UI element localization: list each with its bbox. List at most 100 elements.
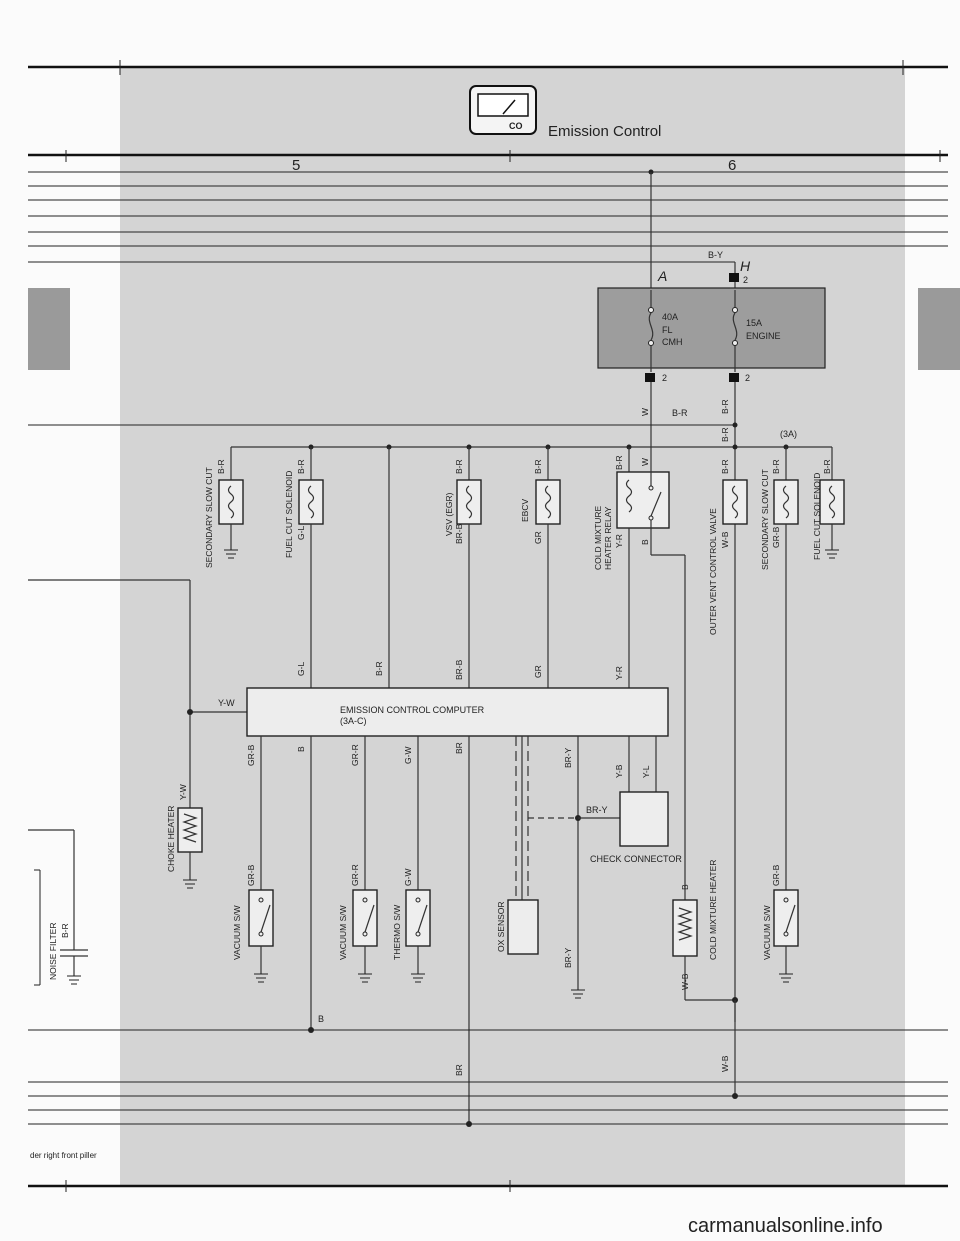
connector-icon <box>645 373 655 382</box>
wire-label: BR <box>454 742 464 754</box>
choke-heater-resistor <box>177 807 203 889</box>
wire-label: Y-B <box>614 764 624 778</box>
computer-title: EMISSION CONTROL COMPUTER <box>340 705 485 715</box>
wire-label: B <box>640 539 650 545</box>
wire-label-by: B-Y <box>708 250 723 260</box>
wire-label: B-R <box>296 459 306 474</box>
column-number-5: 5 <box>292 157 300 174</box>
wire-label: BR-Y <box>563 747 573 768</box>
junction-dot <box>308 1027 314 1033</box>
wire-label: BR-B <box>454 659 464 680</box>
wire-label: GR-R <box>350 744 360 766</box>
wire-label: G-L <box>296 662 306 676</box>
component-label: OX SENSOR <box>496 901 506 952</box>
ox-sensor <box>507 899 539 955</box>
component-label: OUTER VENT CONTROL VALVE <box>708 508 718 635</box>
wire-label: B <box>318 1014 324 1024</box>
component-label: SECONDARY SLOW CUT <box>760 469 770 570</box>
ox-sensor-shielded-wires <box>515 736 578 900</box>
emission-control-computer <box>246 687 669 737</box>
fuse-block <box>597 287 826 369</box>
bry-ground <box>571 989 585 999</box>
component-label: THERMO S/W <box>392 905 402 960</box>
wire-label-yw: Y-W <box>218 698 235 708</box>
wire-label: GR-B <box>771 526 781 548</box>
fuse-40a-name1: FL <box>662 325 673 335</box>
fuse-15a-rating: 15A <box>746 318 762 328</box>
fuse-40a-rating: 40A <box>662 312 678 322</box>
component-label: FUEL CUT SOLENOID <box>284 471 294 558</box>
vacuum-switch-1 <box>248 889 274 983</box>
bus-lines-bottom <box>28 1029 948 1125</box>
cold-mixture-heater-relay <box>616 447 686 900</box>
fuel-cut-solenoid-2 <box>819 447 845 559</box>
component-label: FUEL CUT SOLENOID <box>812 473 822 560</box>
wire-label: BR <box>454 1064 464 1076</box>
co-icon-text: CO <box>509 121 523 131</box>
component-label: VSV (EGR) <box>444 492 454 536</box>
ebcv-solenoid <box>535 447 561 688</box>
component-label: VACUUM S/W <box>232 905 242 960</box>
wire-label: B-R <box>454 459 464 474</box>
wire-label: B-R <box>216 459 226 474</box>
ref-3a-label: (3A) <box>780 429 797 439</box>
wire-label: GR-R <box>350 864 360 886</box>
wire-label: G-L <box>296 526 306 540</box>
wire-label: B-R <box>60 923 70 938</box>
wire-label: W <box>640 458 650 466</box>
wire-label-br-right: B-R <box>720 399 730 414</box>
fuse-40a-icon <box>648 290 654 372</box>
wire-label: Y-W <box>178 784 188 800</box>
check-connector <box>619 791 669 847</box>
wire-label: GR-B <box>771 864 781 886</box>
junction-dot <box>466 1121 472 1127</box>
connector-h-icon <box>729 273 739 282</box>
wire-label-br: B-R <box>672 408 688 418</box>
wire-label: BR-Y <box>563 947 573 968</box>
co-meter-icon: CO <box>469 85 537 135</box>
wire-label: B-R <box>771 459 781 474</box>
junction-dot <box>187 709 193 715</box>
wire-label: B-R <box>614 455 624 470</box>
vacuum-switch-2 <box>352 889 378 983</box>
connector-h-label: H <box>740 258 751 274</box>
secondary-slow-cut-solenoid-2 <box>773 447 799 900</box>
wire-label: B-R <box>374 661 384 676</box>
fuse-40a-name2: CMH <box>662 337 683 347</box>
wire-label-br-right-2: B-R <box>720 427 730 442</box>
junction-dot <box>732 422 738 428</box>
cold-mixture-heater-resistor <box>672 899 735 1001</box>
left-page-tab <box>28 288 70 370</box>
component-label: CHOKE HEATER <box>166 806 176 872</box>
pin-label: 2 <box>743 275 748 285</box>
wire-label: GR-B <box>246 864 256 886</box>
component-label: EBCV <box>520 499 530 522</box>
secondary-slow-cut-solenoid-1 <box>218 447 244 559</box>
connector-icon <box>729 373 739 382</box>
component-label: VACUUM S/W <box>338 905 348 960</box>
wire-label: G-W <box>403 747 413 764</box>
wire-label: W-B <box>720 531 730 548</box>
wire-label: GR-B <box>246 744 256 766</box>
vsv-egr-solenoid <box>456 447 482 688</box>
wire-label: BR-Y <box>586 805 608 815</box>
noise-filter-capacitor <box>28 829 88 986</box>
component-label: HEATER RELAY <box>603 506 613 570</box>
page-title: Emission Control <box>548 123 661 140</box>
component-label: COLD MIXTURE <box>593 505 603 570</box>
wire-label: B-R <box>822 459 832 474</box>
wire-label: Y-R <box>614 666 624 680</box>
vacuum-switch-3 <box>773 889 799 983</box>
location-note: der right front piller <box>30 1151 97 1160</box>
computer-subtitle: (3A-C) <box>340 716 367 726</box>
wire-label: W-B <box>680 973 690 990</box>
component-label: VACUUM S/W <box>762 905 772 960</box>
fuse-15a-name: ENGINE <box>746 331 781 341</box>
thermo-switch <box>405 889 431 983</box>
wire-label: BR-B <box>454 523 464 544</box>
check-connector-label: CHECK CONNECTOR <box>590 854 682 864</box>
wire-label: G-W <box>403 869 413 886</box>
component-label: COLD MIXTURE HEATER <box>708 860 718 960</box>
